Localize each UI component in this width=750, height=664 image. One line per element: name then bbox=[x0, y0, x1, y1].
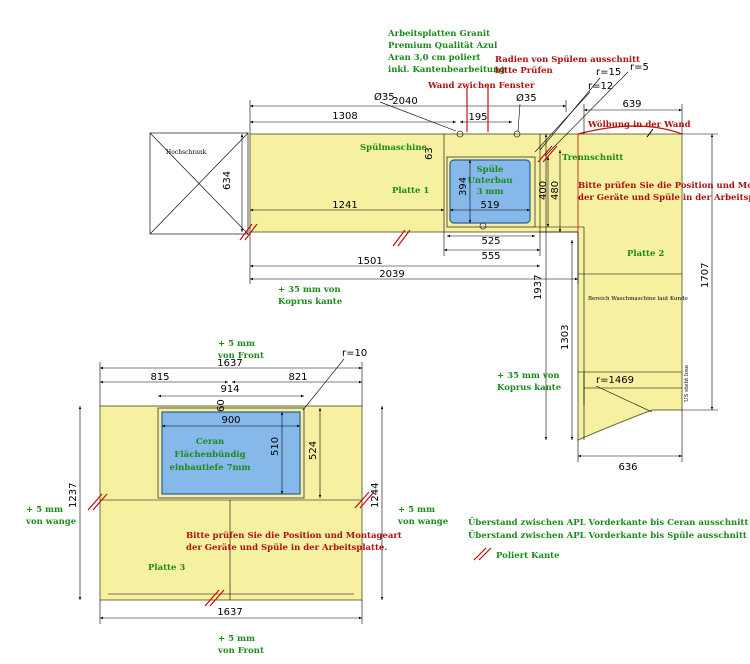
plus5-front-top-1: + 5 mm bbox=[218, 339, 255, 349]
material-note-3: Aran 3,0 cm poliert bbox=[387, 53, 481, 63]
plus5-front-bottom-1: + 5 mm bbox=[218, 634, 255, 644]
dim-2040: 2040 bbox=[392, 96, 417, 107]
dim-1637-top: 1637 bbox=[217, 358, 242, 369]
dim-900: 900 bbox=[221, 415, 240, 426]
radius-1469: r=1469 bbox=[596, 375, 634, 386]
sink-label-2: Unterbau bbox=[467, 176, 512, 186]
dim-524: 524 bbox=[308, 441, 319, 460]
hochschrank: Hochschrank bbox=[149, 132, 249, 235]
ceran-label-3: einbautiefe 7mm bbox=[170, 463, 251, 473]
sink-label-1: Spüle bbox=[477, 164, 504, 175]
tap-hole-2 bbox=[513, 130, 521, 138]
radius-5: r=5 bbox=[630, 62, 649, 73]
plus5-wange-right-1: + 5 mm bbox=[398, 505, 435, 515]
dim-195: 195 bbox=[468, 112, 487, 123]
trennschnitt-label: Trennschnitt bbox=[562, 153, 623, 163]
spuelmaschine-label: Spülmaschine bbox=[360, 142, 428, 153]
radius-12: r=12 bbox=[588, 81, 613, 92]
plus35-b-2: Koprus kante bbox=[497, 383, 562, 393]
dim-639: 639 bbox=[622, 99, 641, 110]
dim-1501: 1501 bbox=[357, 256, 382, 267]
woelbung-note: Wölbung in der Wand bbox=[587, 119, 691, 130]
dim-63: 63 bbox=[424, 147, 435, 160]
plus35-a-1: + 35 mm von bbox=[278, 285, 341, 295]
us-label: US steht lose bbox=[684, 365, 690, 402]
dim-1707: 1707 bbox=[700, 263, 711, 288]
dim-1637-bottom: 1637 bbox=[217, 607, 242, 618]
poliert-legend: Poliert Kante bbox=[473, 547, 560, 561]
ueberstand-note-2: Überstand zwischen APL Vorderkante bis S… bbox=[468, 528, 750, 541]
check-note-bottom-2: der Geräte und Spüle in der Arbeitsplatt… bbox=[186, 542, 387, 553]
plus5-wange-left-1: + 5 mm bbox=[26, 505, 63, 515]
check-note-top-2: der Geräte und Spüle in der Arbeitsplatt… bbox=[578, 192, 750, 203]
dim-1244: 1244 bbox=[370, 483, 381, 508]
dim-636: 636 bbox=[618, 462, 637, 473]
top-plan: Hochschrank Spüle Unterbau 3 mm bbox=[149, 62, 750, 473]
material-note-1: Arbeitsplatten Granit bbox=[387, 29, 490, 39]
dim-821: 821 bbox=[288, 372, 307, 383]
material-note-4: inkl. Kantenbearbeitung bbox=[388, 65, 505, 75]
check-note-bottom-1: Bitte prüfen Sie die Position und Montag… bbox=[186, 530, 402, 541]
platte-2-label: Platte 2 bbox=[627, 249, 664, 259]
dim-555: 555 bbox=[481, 251, 500, 262]
plus5-front-top-2: von Front bbox=[217, 351, 264, 361]
material-note-2: Premium Qualität Azul bbox=[388, 40, 498, 51]
dim-60: 60 bbox=[216, 399, 227, 412]
dim-815: 815 bbox=[150, 372, 169, 383]
radien-note-2: bitte Prüfen bbox=[495, 65, 553, 76]
dim-1937: 1937 bbox=[533, 275, 544, 300]
dim-914: 914 bbox=[220, 384, 239, 395]
dim-1303: 1303 bbox=[560, 325, 571, 350]
dia-35-a: Ø35 bbox=[374, 91, 395, 103]
platte-1-label: Platte 1 bbox=[392, 186, 429, 196]
dia-35-b: Ø35 bbox=[516, 92, 537, 104]
bottom-plan: Ceran Flächenbündig einbautiefe 7mm Plat… bbox=[68, 348, 402, 624]
ceran-label-2: Flächenbündig bbox=[174, 449, 245, 460]
dim-634: 634 bbox=[222, 171, 233, 190]
plus5-wange-right-2: von wange bbox=[397, 517, 449, 527]
dim-525: 525 bbox=[481, 236, 500, 247]
cut-marks-bottom bbox=[87, 491, 375, 607]
woelbung-line bbox=[577, 125, 683, 135]
dim-1308: 1308 bbox=[332, 111, 357, 122]
plus35-b-1: + 35 mm von bbox=[497, 371, 560, 381]
tap-hole-1 bbox=[456, 130, 464, 138]
radius-15: r=15 bbox=[596, 67, 621, 78]
radius-10: r=10 bbox=[342, 348, 367, 359]
sink-label-3: 3 mm bbox=[477, 187, 504, 197]
dim-394: 394 bbox=[458, 177, 469, 196]
platte-3-label: Platte 3 bbox=[148, 563, 185, 573]
hochschrank-label: Hochschrank bbox=[166, 149, 207, 156]
dim-2039: 2039 bbox=[379, 269, 404, 280]
ueberstand-note-1: Überstand zwischen APL Vorderkante bis C… bbox=[468, 515, 750, 528]
plus35-a-2: Koprus kante bbox=[278, 297, 343, 307]
ceran-label-1: Ceran bbox=[196, 437, 224, 447]
dim-519: 519 bbox=[480, 200, 499, 211]
check-note-top-1: Bitte prüfen Sie die Position und Montag… bbox=[578, 180, 750, 191]
dim-1241: 1241 bbox=[332, 200, 357, 211]
dim-400: 400 bbox=[538, 181, 549, 200]
radien-note-1: Radien von Spülem ausschnitt bbox=[495, 54, 640, 65]
dim-510: 510 bbox=[270, 437, 281, 456]
dim-480: 480 bbox=[550, 181, 561, 200]
poliert-note: Poliert Kante bbox=[496, 551, 560, 561]
plus5-wange-left-2: von wange bbox=[25, 517, 77, 527]
waschmaschine-label: Bereich Waschmaschine laut Kunde bbox=[588, 296, 688, 302]
plus5-front-bottom-2: von Front bbox=[217, 646, 264, 656]
dim-1237: 1237 bbox=[68, 483, 79, 508]
wand-fenster-note: Wand zwichen Fenster bbox=[427, 81, 535, 91]
drain-hole bbox=[479, 222, 487, 230]
